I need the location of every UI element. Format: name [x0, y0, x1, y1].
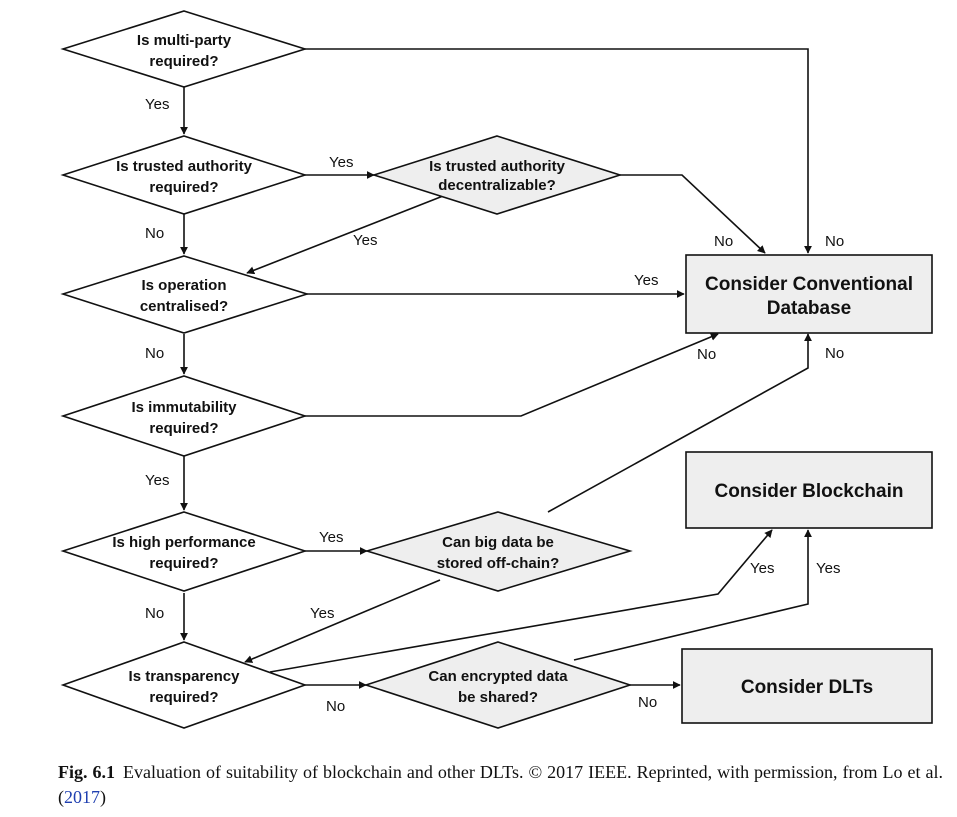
decision-multi-party [60, 10, 308, 88]
edge-multiparty-no [305, 48, 812, 254]
decision-centralised-line1: Is operation [141, 277, 226, 294]
edge-bigdata-no [547, 333, 812, 513]
decision-high-performance-line1: Is high performance [112, 534, 255, 551]
decision-centralised-line2: centralised? [140, 298, 228, 315]
decision-high-performance [60, 511, 308, 592]
edge-bigdata-yes [244, 579, 441, 663]
edge-decentral-yes [246, 195, 444, 275]
citation-link[interactable]: 2017 [64, 787, 100, 807]
decision-immutability-line2: required? [149, 420, 218, 437]
label-multiparty-yes: Yes [145, 96, 169, 113]
edge-immutability-no [305, 333, 719, 417]
flowchart: Is multi-party required? Is trusted auth… [60, 10, 933, 729]
label-immutability-no: No [697, 346, 716, 363]
label-decentral-yes: Yes [353, 232, 377, 249]
outcome-blockchain-label: Consider Blockchain [715, 481, 904, 502]
decision-encrypted-line1: Can encrypted data [428, 668, 568, 685]
decision-trusted-authority-line1: Is trusted authority [116, 158, 253, 175]
decision-multi-party-line1: Is multi-party [137, 32, 232, 49]
outcome-blockchain-box [685, 451, 933, 529]
edges [180, 48, 812, 689]
decision-big-data [364, 511, 633, 592]
outcome-database-box [685, 254, 933, 334]
label-transparency-no: No [326, 698, 345, 715]
edge-encrypted-yes [573, 529, 812, 661]
decision-decentralizable-line2: decentralizable? [438, 177, 556, 194]
decision-decentralizable [371, 135, 623, 215]
decision-big-data-line2: stored off-chain? [437, 555, 560, 572]
outcome-dlts-box [681, 648, 933, 724]
label-centralised-yes: Yes [634, 272, 658, 289]
decision-centralised [60, 255, 310, 334]
label-centralised-no: No [145, 345, 164, 362]
decision-immutability-line1: Is immutability [131, 399, 237, 416]
outcome-dlts-label: Consider DLTs [741, 677, 873, 698]
decision-transparency [60, 641, 308, 729]
label-trusted-yes: Yes [329, 154, 353, 171]
decision-big-data-line1: Can big data be [442, 534, 554, 551]
label-transparency-yes: Yes [750, 560, 774, 577]
caption-text: Evaluation of suitability of blockchain … [58, 762, 944, 807]
outcome-database-line2: Database [767, 298, 852, 319]
edge-decentral-no [620, 174, 766, 254]
decision-trusted-authority [60, 135, 308, 215]
label-performance-no: No [145, 605, 164, 622]
decision-trusted-authority-line2: required? [149, 179, 218, 196]
decision-immutability [60, 375, 308, 457]
label-performance-yes: Yes [319, 529, 343, 546]
label-bigdata-no: No [825, 345, 844, 362]
caption-text-end: ) [100, 787, 106, 807]
decision-decentralizable-line1: Is trusted authority [429, 158, 566, 175]
figure-label: Fig. 6.1 [58, 762, 115, 782]
edge-transparency-yes [269, 529, 773, 673]
decision-encrypted [363, 641, 633, 729]
label-encrypted-no: No [638, 694, 657, 711]
label-bigdata-yes: Yes [310, 605, 334, 622]
decision-multi-party-line2: required? [149, 53, 218, 70]
label-decentral-no: No [714, 233, 733, 250]
label-multiparty-no: No [825, 233, 844, 250]
label-immutability-yes: Yes [145, 472, 169, 489]
decision-transparency-line2: required? [149, 689, 218, 706]
outcome-database-line1: Consider Conventional [705, 274, 913, 295]
decision-encrypted-line2: be shared? [458, 689, 538, 706]
label-encrypted-yes: Yes [816, 560, 840, 577]
decision-high-performance-line2: required? [149, 555, 218, 572]
decision-transparency-line1: Is transparency [129, 668, 241, 685]
label-trusted-no: No [145, 225, 164, 242]
